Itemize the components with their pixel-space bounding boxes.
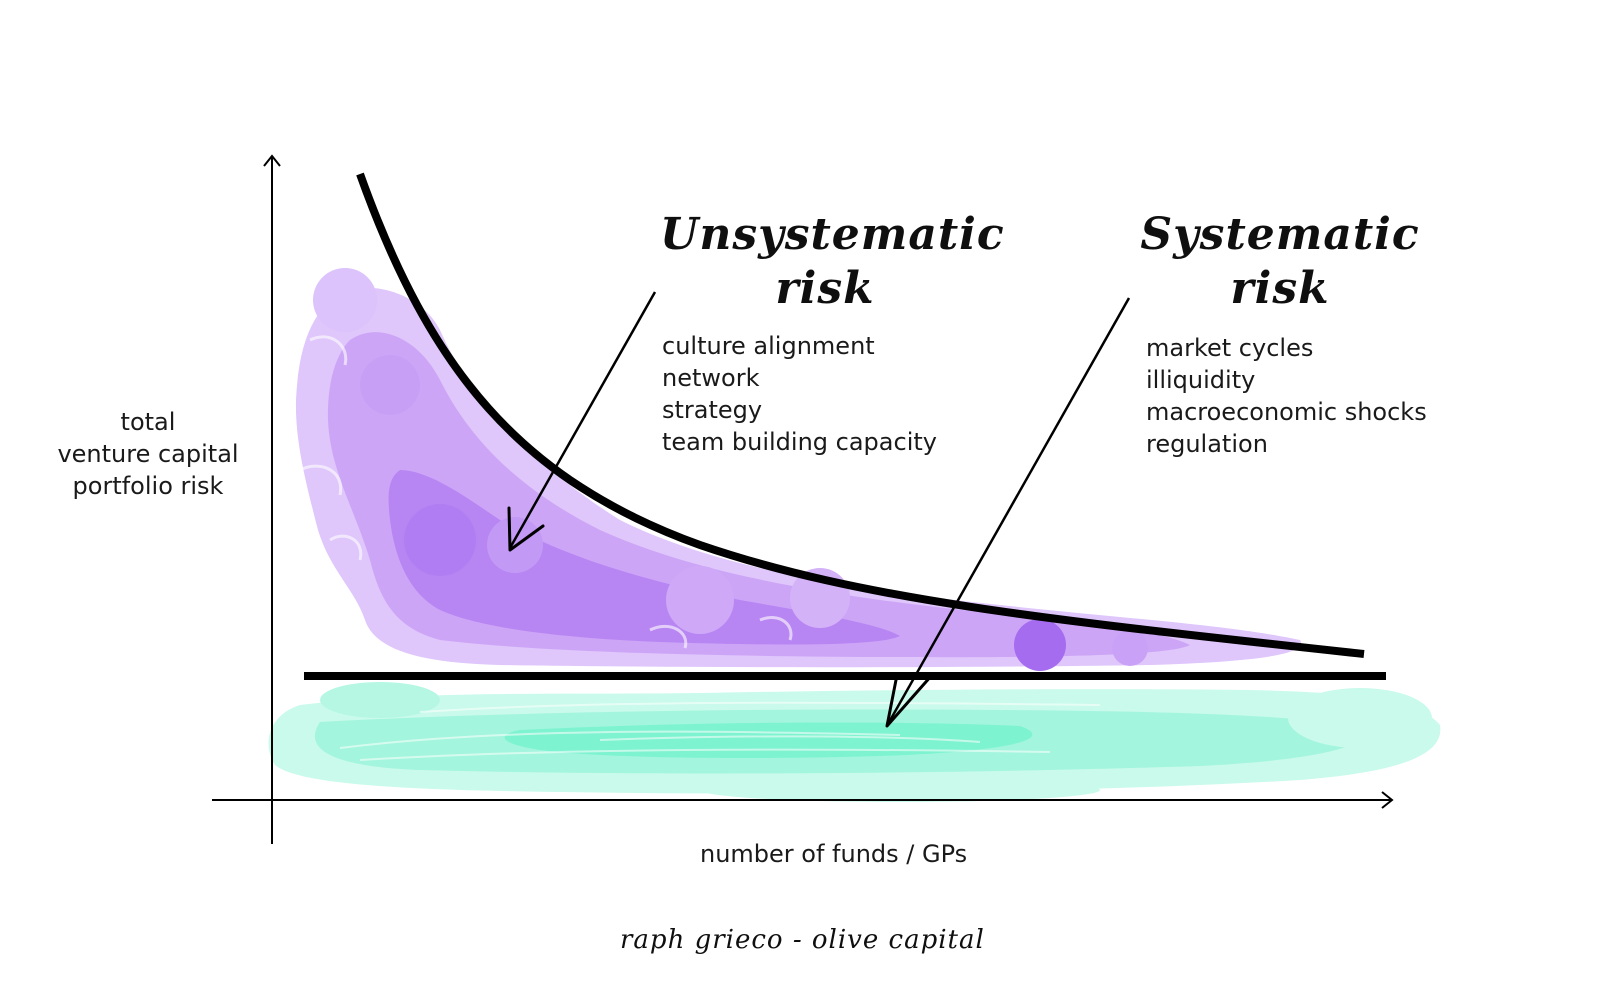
unsystematic-blob xyxy=(666,566,734,634)
unsystematic-item: culture alignment xyxy=(662,330,937,362)
unsystematic-title-line: risk xyxy=(660,262,990,316)
systematic-risk-title: Systematic risk xyxy=(1140,208,1420,316)
x-axis-label: number of funds / GPs xyxy=(700,840,967,868)
unsystematic-blob xyxy=(404,504,476,576)
unsystematic-risk-list: culture alignment network strategy team … xyxy=(662,330,937,458)
author-credit: raph grieco - olive capital xyxy=(620,925,985,955)
y-axis-label-line: total xyxy=(28,406,268,438)
unsystematic-item: network xyxy=(662,362,937,394)
systematic-item: market cycles xyxy=(1146,332,1427,364)
unsystematic-blob xyxy=(360,355,420,415)
systematic-risk-band xyxy=(269,682,1441,802)
unsystematic-blob xyxy=(313,268,377,332)
unsystematic-blob xyxy=(1112,630,1148,666)
systematic-item: regulation xyxy=(1146,428,1427,460)
systematic-band-blob xyxy=(700,778,1100,802)
systematic-band-blob xyxy=(1288,688,1432,748)
unsystematic-risk-title: Unsystematic risk xyxy=(660,208,990,316)
y-axis-label-line: portfolio risk xyxy=(28,470,268,502)
systematic-title-line: risk xyxy=(1140,262,1420,316)
systematic-item: macroeconomic shocks xyxy=(1146,396,1427,428)
unsystematic-title-line: Unsystematic xyxy=(660,208,990,262)
systematic-title-line: Systematic xyxy=(1140,208,1420,262)
systematic-item: illiquidity xyxy=(1146,364,1427,396)
unsystematic-blob xyxy=(1014,619,1066,671)
unsystematic-item: team building capacity xyxy=(662,426,937,458)
y-axis-label-line: venture capital xyxy=(28,438,268,470)
y-axis-label: total venture capital portfolio risk xyxy=(28,406,268,502)
unsystematic-item: strategy xyxy=(662,394,937,426)
systematic-risk-list: market cycles illiquidity macroeconomic … xyxy=(1146,332,1427,460)
unsystematic-risk-region xyxy=(296,268,1301,671)
